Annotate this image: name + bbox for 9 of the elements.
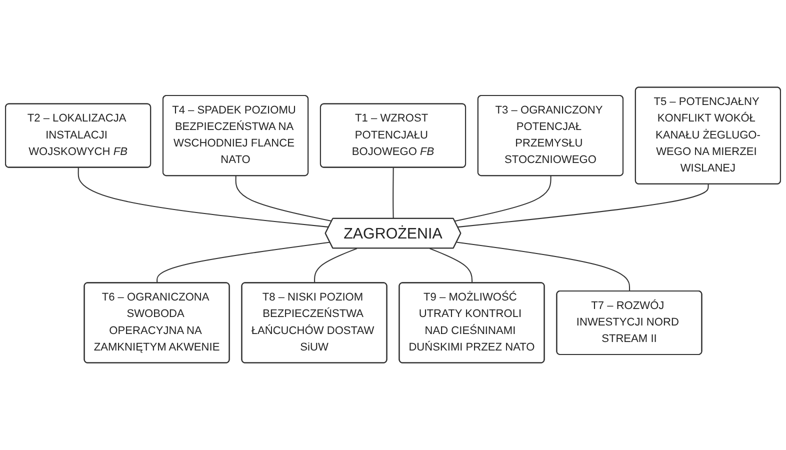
connector xyxy=(78,168,329,228)
connector xyxy=(458,184,709,228)
connector xyxy=(430,248,473,284)
connector xyxy=(235,176,332,222)
connector xyxy=(456,242,630,292)
connector xyxy=(454,176,552,222)
connector xyxy=(314,248,358,284)
connector xyxy=(392,168,394,219)
connector xyxy=(156,242,330,284)
